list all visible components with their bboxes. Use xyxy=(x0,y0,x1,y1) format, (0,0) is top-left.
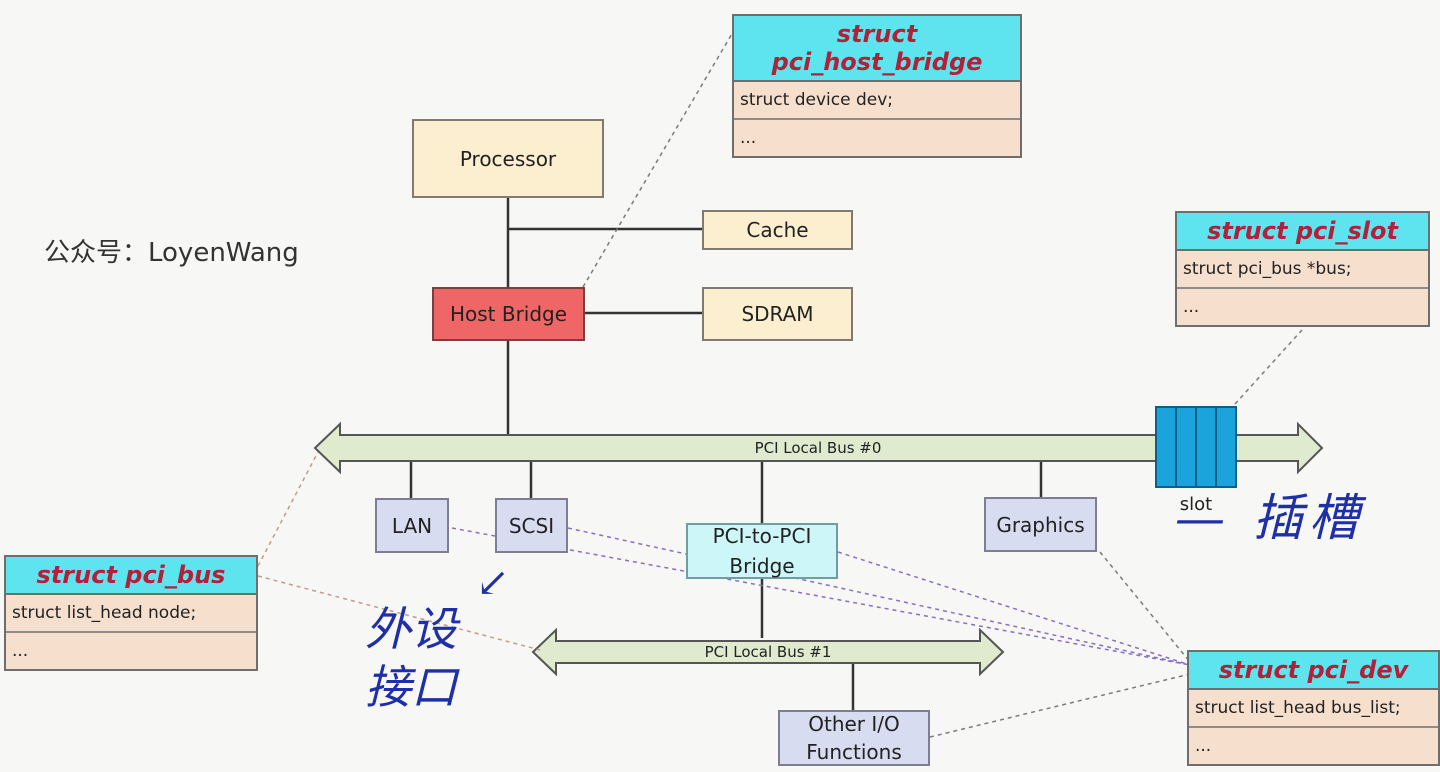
annotation-arrow: ↙ xyxy=(476,560,510,606)
connector-lines xyxy=(409,198,1043,710)
host-bridge-box: Host Bridge xyxy=(432,287,585,341)
pci-local-bus-0 xyxy=(313,421,1324,475)
slot-label: slot xyxy=(1180,494,1212,515)
struct-links xyxy=(582,31,1303,738)
struct-field: struct list_head bus_list; xyxy=(1189,690,1438,728)
lan-box: LAN xyxy=(375,498,449,553)
pci-to-pci-bridge-box: PCI-to-PCI Bridge xyxy=(686,523,838,579)
struct-field: struct list_head node; xyxy=(6,595,256,633)
other-io-box: Other I/O Functions xyxy=(778,710,930,766)
graphics-box: Graphics xyxy=(984,497,1097,552)
scsi-box: SCSI xyxy=(495,498,568,553)
struct-title: struct pci_dev xyxy=(1189,652,1438,690)
dev-links xyxy=(451,527,1191,666)
struct-pci-slot: struct pci_slot struct pci_bus *bus; ... xyxy=(1175,211,1430,327)
struct-title: struct pci_slot xyxy=(1177,213,1428,251)
struct-field: struct pci_bus *bus; xyxy=(1177,251,1428,289)
struct-pci-host-bridge: struct pci_host_bridge struct device dev… xyxy=(732,14,1022,158)
struct-title: struct pci_bus xyxy=(6,557,256,595)
processor-box: Processor xyxy=(412,119,604,198)
bus-links xyxy=(257,451,541,651)
struct-field: struct device dev; xyxy=(734,82,1020,120)
bus-0-label: PCI Local Bus #0 xyxy=(755,439,882,457)
pci-local-bus-1 xyxy=(531,627,1005,677)
slot-handwritten-note: — 插槽 xyxy=(1175,489,1365,547)
watermark-text: 公众号：LoyenWang xyxy=(44,238,299,268)
struct-pci-dev: struct pci_dev struct list_head bus_list… xyxy=(1187,650,1440,766)
peripheral-handwritten-note: 外设接口 xyxy=(365,602,457,714)
bus-1-label: PCI Local Bus #1 xyxy=(705,643,832,661)
struct-field: ... xyxy=(734,120,1020,156)
struct-field: ... xyxy=(6,633,256,669)
struct-field: ... xyxy=(1189,728,1438,764)
sdram-box: SDRAM xyxy=(702,287,853,341)
cache-box: Cache xyxy=(702,210,853,250)
struct-pci-bus: struct pci_bus struct list_head node; ..… xyxy=(4,555,258,671)
pci-slot-connectors xyxy=(1155,406,1237,488)
struct-field: ... xyxy=(1177,289,1428,325)
struct-title: struct pci_host_bridge xyxy=(734,16,1020,82)
